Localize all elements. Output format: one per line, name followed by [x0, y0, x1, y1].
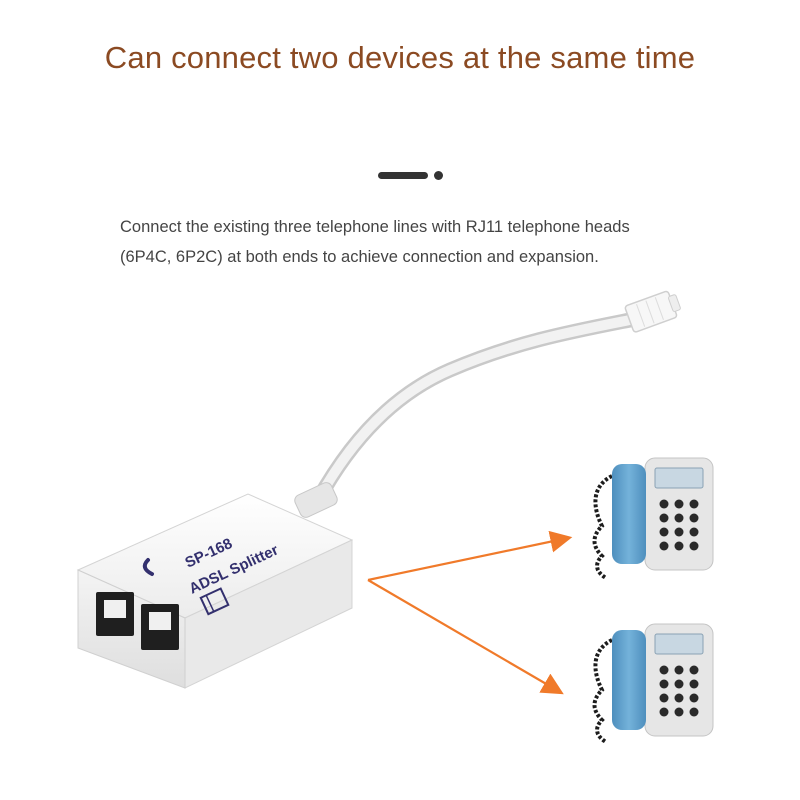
phone-handset — [612, 630, 646, 730]
coiled-cord — [592, 638, 613, 744]
arrow-icon — [367, 579, 564, 695]
divider-bar — [378, 172, 428, 179]
description-line-2: (6P4C, 6P2C) at both ends to achieve con… — [120, 248, 599, 266]
phone-display — [654, 467, 704, 489]
telephone-top — [592, 457, 714, 580]
adsl-splitter: SP-168 ADSL Splitter — [76, 493, 354, 689]
arrow-icon — [367, 530, 573, 582]
divider-dot — [434, 171, 443, 180]
phone-keypad — [659, 499, 699, 551]
phone-keypad — [659, 665, 699, 717]
description-line-1: Connect the existing three telephone lin… — [120, 218, 630, 236]
telephone-cable — [294, 310, 648, 518]
telephone-bottom — [592, 623, 714, 744]
device-box-icon — [199, 587, 230, 616]
page-title: Can connect two devices at the same time — [104, 40, 696, 75]
phone-handset — [612, 464, 646, 564]
phone-display — [654, 633, 704, 655]
phone-handset-icon — [142, 558, 154, 576]
connection-arrows — [367, 530, 573, 695]
description: Connect the existing three telephone lin… — [120, 212, 720, 272]
coiled-cord — [592, 474, 613, 580]
title-divider — [378, 170, 444, 182]
rj11-plug — [624, 290, 681, 333]
